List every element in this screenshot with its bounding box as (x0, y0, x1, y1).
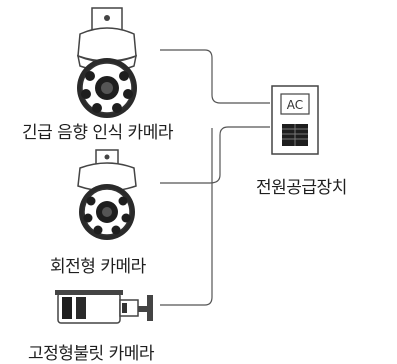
line-emergency-camera (160, 49, 270, 104)
emergency-camera-icon (76, 7, 138, 118)
fixed-bullet-camera-label: 고정형불릿 카메라 (28, 344, 155, 364)
line-rotating-camera (160, 126, 270, 184)
connection-lines (160, 49, 270, 306)
power-supply-label: 전원공급장치 (256, 178, 347, 198)
ac-text: AC (287, 98, 303, 112)
ac-panel (280, 93, 310, 115)
emergency-camera-label: 긴급 음향 인식 카메라 (22, 123, 173, 143)
line-fixed-camera (160, 128, 213, 306)
power-supply-icon: AC (271, 85, 319, 155)
fixed-bullet-camera-icon (55, 290, 153, 324)
vent-grille (282, 124, 308, 146)
rotating-camera-label: 회전형 카메라 (50, 257, 146, 277)
rotating-camera-icon (77, 149, 137, 240)
